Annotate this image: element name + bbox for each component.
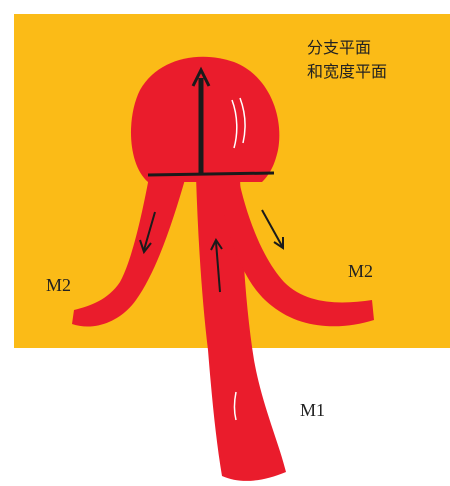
- plane-label-line2: 和宽度平面: [307, 62, 387, 81]
- m2-right-label: M2: [348, 261, 373, 281]
- m1-label: M1: [300, 400, 325, 420]
- plane-label-line1: 分支平面: [307, 38, 371, 57]
- neck-width-line: [148, 173, 274, 175]
- m2-left-label: M2: [46, 275, 71, 295]
